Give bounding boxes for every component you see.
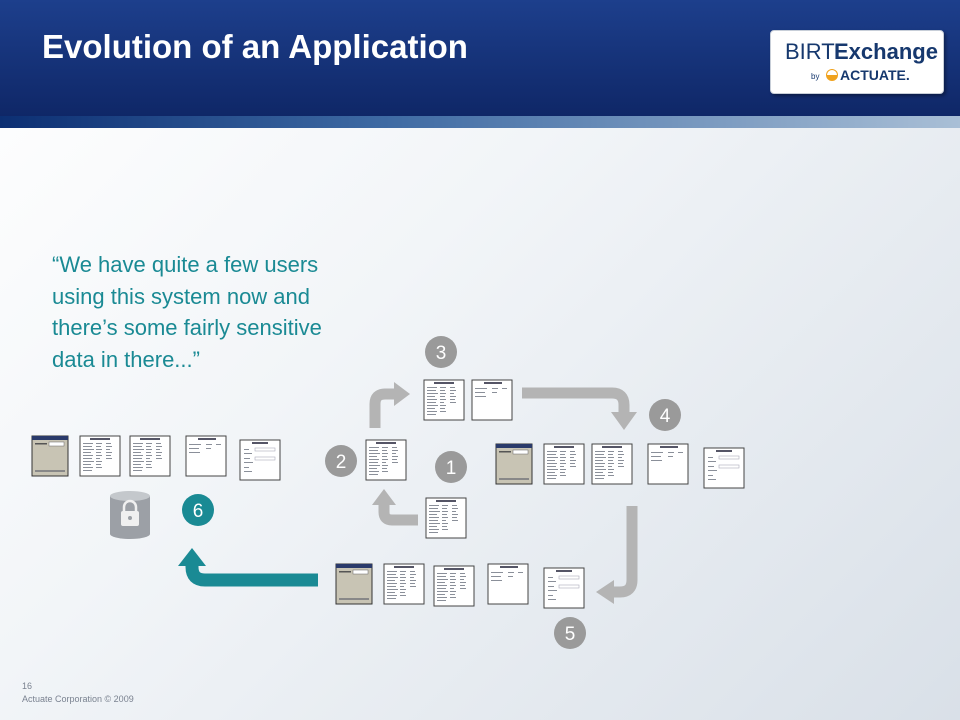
form-thumbnail — [239, 439, 281, 481]
report-thumbnail — [487, 563, 529, 605]
step-3-badge: 3 — [425, 336, 457, 368]
page-title: Evolution of an Application — [42, 28, 468, 65]
final-arrow — [185, 562, 318, 587]
bottom-report-group — [335, 563, 585, 609]
svg-text:ACTUATE.: ACTUATE. — [840, 67, 910, 83]
copyright-text: Actuate Corporation © 2009 — [22, 694, 134, 704]
svg-text:3: 3 — [436, 343, 447, 364]
svg-text:1: 1 — [446, 458, 457, 479]
step-6-badge: 6 — [182, 494, 214, 526]
svg-text:6: 6 — [193, 501, 204, 522]
page-number: 16 — [22, 681, 33, 691]
step-1-badge: 1 — [435, 451, 467, 483]
svg-text:2: 2 — [336, 452, 347, 473]
dialog-thumbnail — [31, 435, 69, 477]
report-thumbnail — [383, 563, 425, 605]
flow-arrow-1-2 — [378, 505, 418, 526]
right-report-group — [495, 443, 745, 489]
report-thumbnail — [423, 379, 465, 421]
report-thumbnail — [185, 435, 227, 477]
step-2-badge: 2 — [325, 445, 357, 477]
header-accent-bar — [0, 116, 960, 128]
form-thumbnail — [543, 567, 585, 609]
flow-arrow-3-4 — [522, 387, 630, 412]
report-thumbnail — [129, 435, 171, 477]
report-thumbnail — [647, 443, 689, 485]
left-report-group — [31, 435, 281, 481]
report-thumbnail — [425, 497, 467, 539]
report-thumbnail — [591, 443, 633, 485]
step-4-badge: 4 — [649, 399, 681, 431]
report-thumbnail — [471, 379, 513, 421]
svg-text:4: 4 — [660, 406, 671, 427]
flow-arrow-4-5 — [614, 506, 638, 598]
dialog-thumbnail — [335, 563, 373, 605]
svg-text:Exchange: Exchange — [834, 39, 938, 64]
flow-arrow-2-3 — [369, 388, 394, 428]
svg-text:by: by — [811, 72, 819, 81]
svg-text:5: 5 — [565, 624, 576, 645]
quote-text: “We have quite a few users using this sy… — [52, 252, 322, 372]
report-thumbnail — [365, 439, 407, 481]
database-lock-icon — [110, 491, 150, 539]
svg-text:BIRT: BIRT — [785, 39, 835, 64]
report-thumbnail — [433, 565, 475, 607]
form-thumbnail — [703, 447, 745, 489]
report-thumbnail — [79, 435, 121, 477]
step-5-badge: 5 — [554, 617, 586, 649]
report-thumbnail — [543, 443, 585, 485]
birt-exchange-logo: BIRT Exchange by ACTUATE. — [770, 30, 944, 94]
dialog-thumbnail — [495, 443, 533, 485]
